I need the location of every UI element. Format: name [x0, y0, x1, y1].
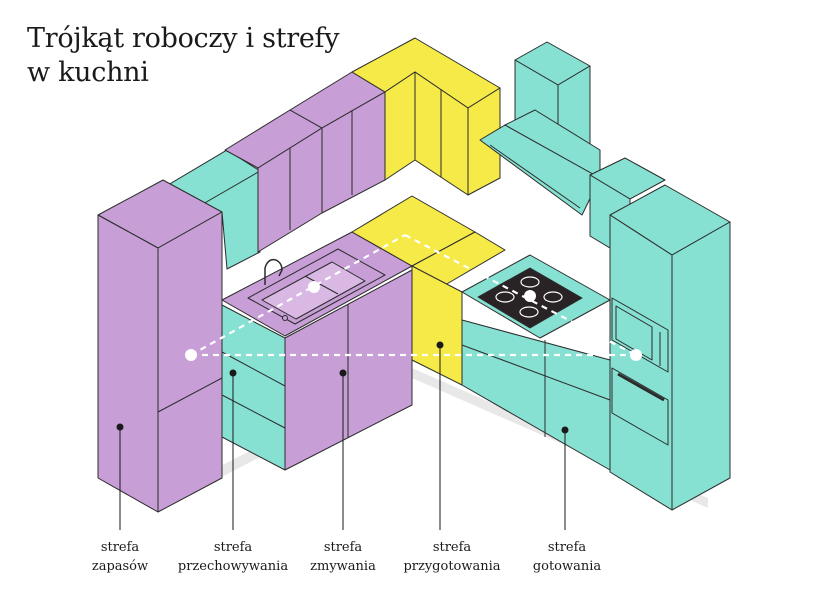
diagram-title: Trójkąt roboczy i strefy w kuchni — [27, 22, 339, 90]
hob-ring-2 — [520, 276, 540, 288]
faucet-icon — [264, 258, 283, 285]
zone-label-gotowania: strefa gotowania — [497, 538, 637, 576]
zone-label-line2: gotowania — [532, 559, 602, 574]
oven-icon — [611, 367, 669, 446]
zone-label-line1: strefa — [100, 540, 140, 555]
hob-ring-4 — [519, 306, 539, 318]
zone-label-line2: zapasów — [91, 559, 149, 574]
triangle-point-hob — [524, 290, 536, 302]
zone-label-line1: strefa — [213, 540, 253, 555]
tall-pantry-front — [157, 211, 223, 513]
zone-label-przechowywania: strefa przechowywania — [163, 538, 303, 576]
triangle-point-pantry — [185, 349, 197, 361]
triangle-point-sink — [308, 281, 320, 293]
zone-label-line1: strefa — [547, 540, 587, 555]
zone-label-line2: przechowywania — [177, 559, 289, 574]
work-triangle — [190, 234, 637, 357]
base-cooking-front — [461, 319, 611, 471]
tall-unit-front — [671, 221, 731, 511]
microwave-window — [615, 305, 653, 361]
hob-ring-1 — [495, 291, 515, 303]
zone-label-przygotowania: strefa przygotowania — [382, 538, 522, 576]
title-line-1: Trójkąt roboczy i strefy — [27, 23, 340, 54]
tall-pantry-side — [97, 214, 159, 513]
zone-label-line1: strefa — [432, 540, 472, 555]
cooker-hood-canopy-side — [504, 109, 601, 179]
zone-label-zmywania: strefa zmywania — [273, 538, 413, 576]
zone-label-line1: strefa — [323, 540, 363, 555]
title-line-2: w kuchni — [27, 57, 149, 88]
triangle-point-oven — [630, 349, 642, 361]
base-prep-front — [411, 265, 463, 386]
zone-label-line2: przygotowania — [403, 559, 501, 574]
zone-label-line2: zmywania — [310, 559, 376, 574]
sink-drain — [282, 315, 288, 321]
hob-ring-3 — [543, 291, 563, 303]
zone-label-zapasow: strefa zapasów — [50, 538, 190, 576]
